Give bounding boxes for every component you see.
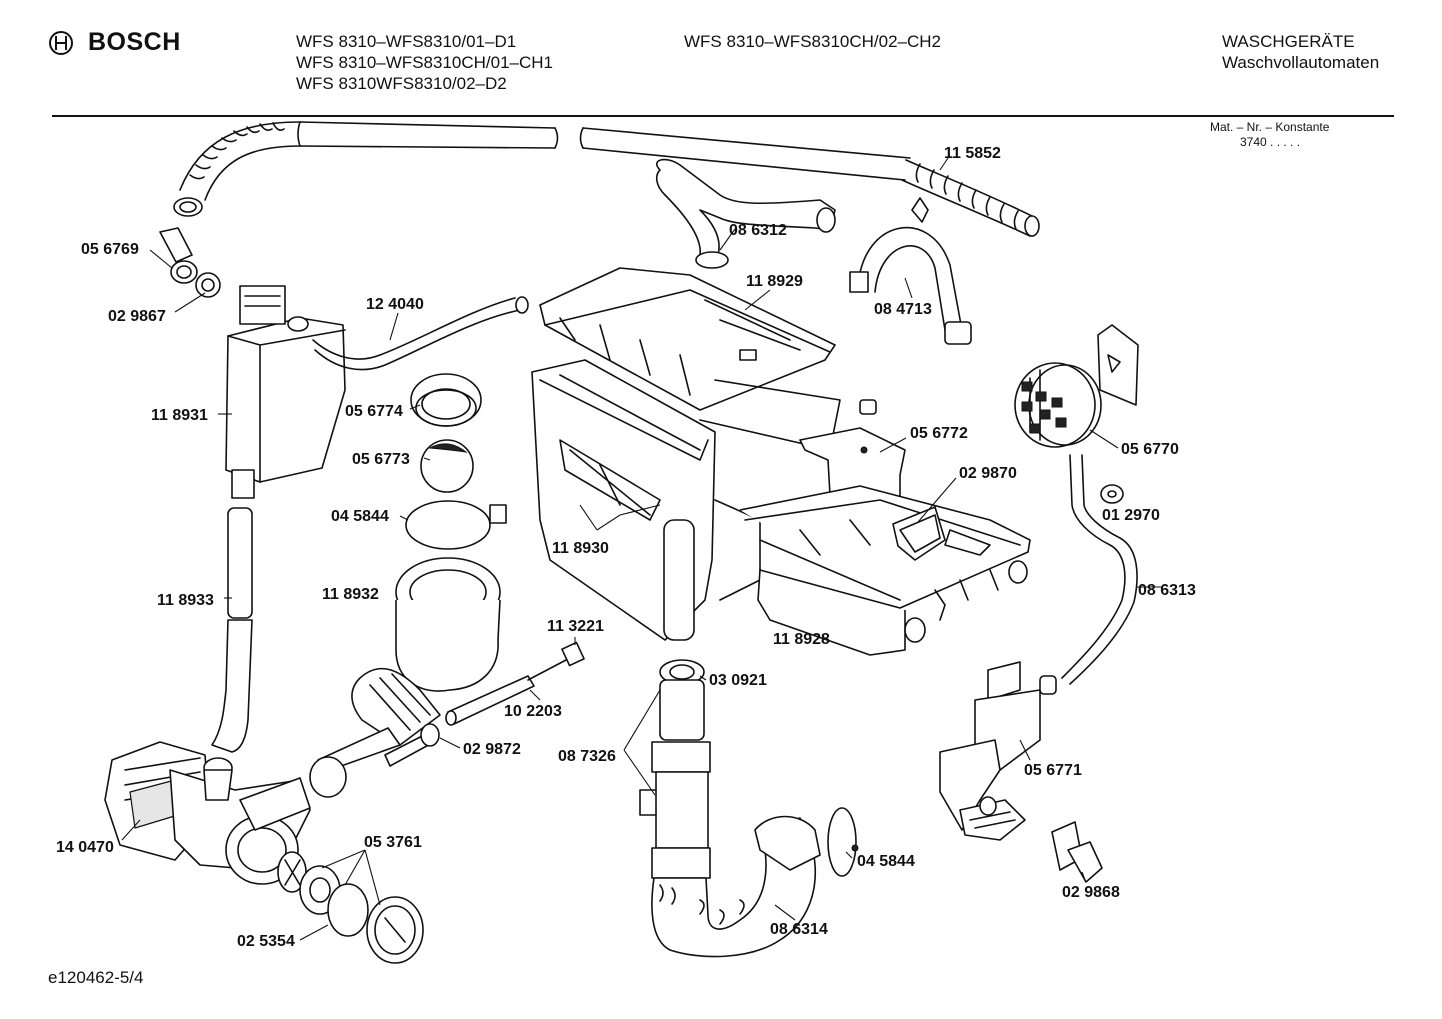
- part-label-140470: 14 0470: [56, 839, 114, 856]
- part-label-056771: 05 6771: [1024, 762, 1082, 779]
- part-label-029872: 02 9872: [463, 741, 521, 758]
- part-label-118929: 11 8929: [746, 273, 803, 290]
- part-drawing-inlet-hose: [173, 121, 1040, 237]
- part-drawing-hose-118933: [211, 507, 253, 753]
- part-drawing-hose-124040: [312, 296, 529, 371]
- part-drawing-tank-118931: [225, 285, 346, 499]
- part-label-012970: 01 2970: [1102, 507, 1160, 524]
- part-label-118931: 11 8931: [151, 407, 208, 424]
- brand-name: BOSCH: [88, 28, 181, 56]
- part-drawing-clamp-084713: [849, 197, 972, 345]
- mat-constant: Mat. – Nr. – Konstante 3740 . . . . .: [1210, 120, 1329, 150]
- category-line-2: Waschvollautomaten: [1222, 53, 1380, 72]
- part-label-056774: 05 6774: [345, 403, 403, 420]
- part-drawing-part-029868: [1051, 821, 1103, 883]
- header-rule: [52, 115, 1394, 117]
- part-label-029868: 02 9868: [1062, 884, 1120, 901]
- leader-lines: [121, 154, 1163, 941]
- model-line-4: WFS 8310–WFS8310CH/02–CH2: [684, 32, 942, 51]
- part-label-086312: 08 6312: [729, 222, 787, 239]
- part-label-118928: 11 8928: [773, 631, 830, 648]
- part-drawing-pressure-switch-056770: [1014, 324, 1139, 504]
- model-line-2: WFS 8310–WFS8310CH/01–CH1: [296, 53, 554, 72]
- part-drawing-drawer-118928: [739, 485, 1031, 656]
- category: WASCHGERÄTE Waschvollautomaten: [1222, 31, 1379, 73]
- part-drawing-sump-hose-118932: [309, 557, 501, 798]
- part-label-113221: 11 3221: [547, 618, 604, 635]
- model-line-1: WFS 8310–WFS8310/01–D1: [296, 32, 517, 51]
- part-label-029867: 02 9867: [108, 308, 166, 325]
- brand: BOSCH: [48, 28, 181, 57]
- mat-value: 3740 . . . . .: [1240, 135, 1301, 149]
- part-label-056770: 05 6770: [1121, 441, 1179, 458]
- bosch-logo-icon: [49, 30, 73, 55]
- part-label-086313: 08 6313: [1138, 582, 1196, 599]
- part-label-029870: 02 9870: [959, 465, 1017, 482]
- part-label-118933: 11 8933: [157, 592, 214, 609]
- model-line-3: WFS 8310WFS8310/02–D2: [296, 74, 507, 93]
- part-label-053761: 05 3761: [364, 834, 422, 851]
- category-line-1: WASCHGERÄTE: [1222, 32, 1355, 51]
- drawing-code: e120462-5/4: [48, 968, 144, 987]
- part-label-045844-lower: 04 5844: [857, 853, 915, 870]
- part-drawing-heater-parts: [384, 641, 585, 767]
- part-drawing-drain-hoses: [639, 659, 859, 958]
- part-label-084713: 08 4713: [874, 301, 932, 318]
- part-label-102203: 10 2203: [504, 703, 562, 720]
- part-label-087326: 08 7326: [558, 748, 616, 765]
- model-list-left: WFS 8310–WFS8310/01–D1 WFS 8310–WFS8310C…: [296, 31, 553, 94]
- part-drawing-pump-seals: [277, 851, 424, 964]
- part-label-086314: 08 6314: [770, 921, 828, 938]
- part-label-118930: 11 8930: [552, 540, 609, 557]
- part-label-056772: 05 6772: [910, 425, 968, 442]
- part-drawing-bracket-056772: [799, 399, 906, 506]
- part-drawing-fittings: [159, 227, 221, 298]
- part-drawing-drawer-housing-118930: [531, 359, 841, 641]
- part-label-056769: 05 6769: [81, 241, 139, 258]
- part-drawing-hose-086313: [1061, 454, 1138, 685]
- part-drawing-drawer-lid-118929: [539, 267, 836, 411]
- part-drawing-part-056771: [939, 661, 1057, 841]
- part-label-045844-upper: 04 5844: [331, 508, 389, 525]
- part-label-118932: 11 8932: [322, 586, 379, 603]
- part-label-056773: 05 6773: [352, 451, 410, 468]
- part-drawing-seals: [405, 373, 507, 550]
- part-drawing-hose-086312: [655, 158, 836, 269]
- part-label-115852: 11 5852: [944, 145, 1001, 162]
- part-labels: 11 5852 05 6769 02 9867 12 4040 08 6312 …: [56, 145, 1196, 950]
- part-label-030921: 03 0921: [709, 672, 767, 689]
- part-label-124040: 12 4040: [366, 296, 424, 313]
- part-label-025354: 02 5354: [237, 933, 295, 950]
- mat-label: Mat. – Nr. – Konstante: [1210, 120, 1330, 134]
